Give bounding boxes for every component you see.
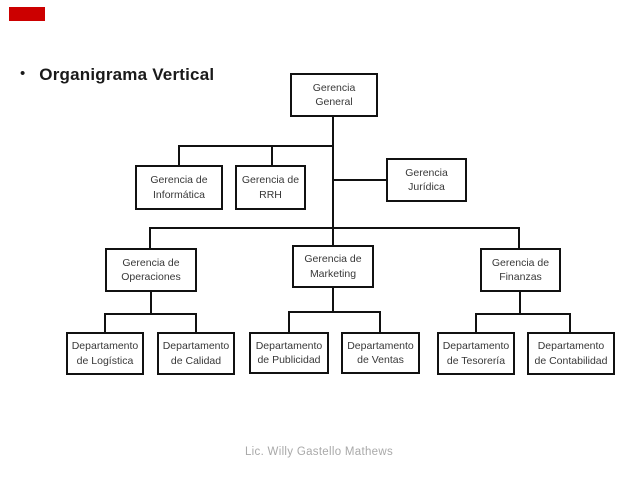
slide-title-row: • Organigrama Vertical [20,64,214,85]
connector-drop-calidad [195,313,197,332]
org-node-depto-ventas: Departamento de Ventas [341,332,420,374]
connector-operaciones-children-bar [104,313,197,315]
connector-drop-tesoreria [475,313,477,332]
connector-level3-bar [149,227,520,229]
org-node-gerencia-rrh: Gerencia de RRH [235,165,306,210]
connector-drop-informatica [178,145,180,165]
org-node-depto-publicidad: Departamento de Publicidad [249,332,329,374]
connector-drop-operaciones [149,227,151,248]
connector-drop-rrh [271,145,273,165]
connector-stem-marketing [332,288,334,311]
org-node-gerencia-general: Gerencia General [290,73,378,117]
connector-trunk [332,117,334,229]
org-node-gerencia-marketing: Gerencia de Marketing [292,245,374,288]
bullet-marker: • [20,65,26,82]
org-node-gerencia-informatica: Gerencia de Informática [135,165,223,210]
org-node-gerencia-finanzas: Gerencia de Finanzas [480,248,561,292]
connector-juridica [332,179,386,181]
red-accent-bar [9,7,45,21]
footer-credit: Lic. Willy Gastello Mathews [244,446,394,458]
org-node-gerencia-operaciones: Gerencia de Operaciones [105,248,197,292]
connector-drop-contabilidad [569,313,571,332]
connector-level2-bar [178,145,334,147]
connector-stem-operaciones [150,292,152,313]
connector-drop-publicidad [288,311,290,332]
connector-drop-logistica [104,313,106,332]
org-node-depto-calidad: Departamento de Calidad [157,332,235,375]
connector-drop-finanzas [518,227,520,248]
org-node-gerencia-juridica: Gerencia Jurídica [386,158,467,202]
org-node-depto-logistica: Departamento de Logística [66,332,144,375]
connector-drop-ventas [379,311,381,332]
connector-drop-marketing [332,227,334,245]
org-node-depto-contabilidad: Departamento de Contabilidad [527,332,615,375]
page-title: Organigrama Vertical [39,65,215,84]
connector-marketing-children-bar [288,311,381,313]
connector-finanzas-children-bar [475,313,571,315]
connector-stem-finanzas [519,292,521,313]
org-node-depto-tesoreria: Departamento de Tesorería [437,332,515,375]
